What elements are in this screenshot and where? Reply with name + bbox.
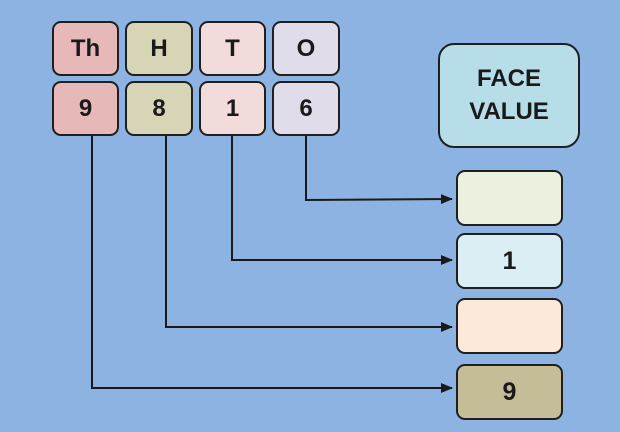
digit-ones: 6 [272, 81, 340, 136]
header-tens: T [199, 21, 266, 76]
arrow-thousands-to-answer-4 [91, 136, 453, 393]
arrow-hundreds-to-answer-3 [165, 136, 453, 332]
face-value-title-line1: FACE [476, 65, 541, 93]
arrow-tens-to-answer-2 [231, 136, 453, 265]
header-thousands: Th [52, 21, 119, 76]
header-hundreds: H [125, 21, 193, 76]
answer-box-tens[interactable]: 1 [456, 233, 563, 289]
digit-hundreds: 8 [125, 81, 193, 136]
answer-box-thousands[interactable]: 9 [456, 364, 563, 420]
digit-thousands: 9 [52, 81, 119, 136]
arrow-ones-to-answer-1 [305, 136, 453, 205]
answer-box-ones[interactable] [456, 170, 563, 226]
face-value-title-line2: VALUE [469, 97, 549, 125]
face-value-title: FACE VALUE [438, 43, 580, 148]
header-ones: O [272, 21, 340, 76]
digit-tens: 1 [199, 81, 266, 136]
answer-box-hundreds[interactable] [456, 298, 563, 354]
